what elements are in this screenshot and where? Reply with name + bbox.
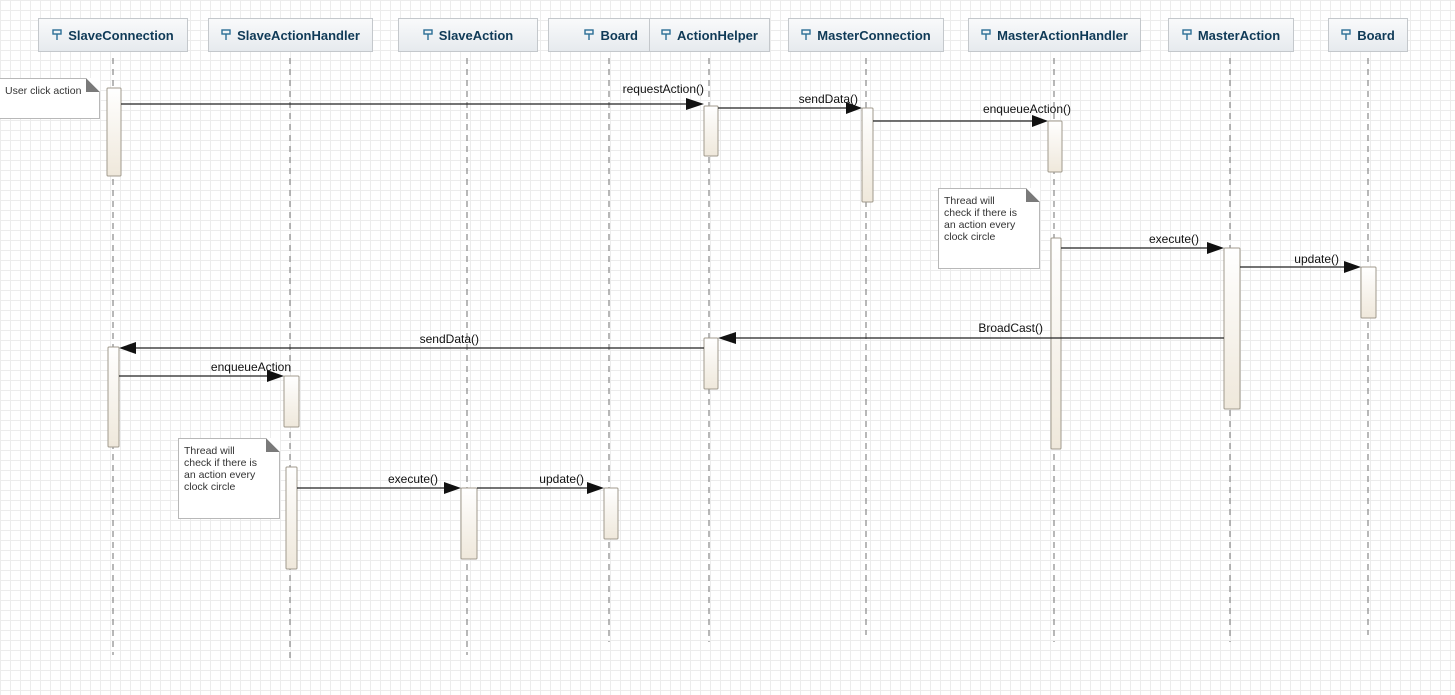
activation-bar [861,107,874,203]
message-label: update() [1294,252,1339,266]
arrowhead-icon [718,332,736,344]
arrowhead-icon [846,102,862,114]
note-slave-thread[interactable]: Thread will check if there is an action … [178,438,280,519]
activation-bar [460,487,478,560]
message-label: enqueueAction [211,360,291,374]
lifeline-header-master-action[interactable]: MasterAction [1168,18,1294,52]
activation-bar [703,105,719,157]
message-execute-slave[interactable]: execute() [297,472,461,494]
lifeline-header-action-helper[interactable]: ActionHelper [649,18,770,52]
activation-bar [703,337,719,390]
lifeline-name: SlaveAction [438,27,514,43]
note-text: Thread will check if there is an action … [944,195,1017,243]
activations [106,87,1377,570]
lifeline-name: MasterAction [1197,27,1281,43]
activation-bar [603,487,619,540]
message-label: requestAction() [623,82,704,96]
lifeline-pin-icon [801,29,811,40]
message-label: sendData() [799,92,858,106]
lifeline-name: ActionHelper [677,27,758,43]
note-fold-icon [266,438,280,452]
lifeline-name: Board [600,27,638,43]
lifelines [112,58,1369,662]
lifeline-pin-icon [981,29,991,40]
message-label: sendData() [420,332,479,346]
note-text: Thread will check if there is an action … [184,445,257,493]
arrowhead-icon [119,342,136,354]
lifeline-pin-icon [221,29,231,40]
activation-bar [283,375,300,428]
lifeline-header-master-action-handler[interactable]: MasterActionHandler [968,18,1141,52]
note-user-click[interactable]: User click action [0,78,100,119]
message-enqueue-action-slave[interactable]: enqueueAction [119,360,291,382]
message-request-action[interactable]: requestAction() [121,82,704,110]
activation-bar [106,87,122,177]
arrowhead-icon [444,482,461,494]
messages: requestAction() sendData() enqueueAction… [119,82,1361,494]
message-label: execute() [388,472,438,486]
lifeline-name: MasterConnection [817,27,931,43]
arrowhead-icon [1344,261,1361,273]
lifeline-header-slave-connection[interactable]: SlaveConnection [38,18,188,52]
lifeline-pin-icon [52,29,62,40]
note-fold-icon [1026,188,1040,202]
activation-bar [1360,266,1377,319]
activation-bar [1223,247,1241,410]
lifeline-pin-icon [661,29,671,40]
lifeline-header-board-master[interactable]: Board [1328,18,1408,52]
arrowhead-icon [587,482,604,494]
lifeline-pin-icon [423,29,433,40]
arrowhead-icon [1032,115,1048,127]
lifeline-name: SlaveConnection [68,27,174,43]
activation-bar [1047,120,1063,173]
lifeline-name: Board [1357,27,1395,43]
lifeline-pin-icon [584,29,595,40]
message-broadcast[interactable]: BroadCast() [718,321,1224,344]
message-label: enqueueAction() [983,102,1071,116]
message-send-data-to-master[interactable]: sendData() [718,92,862,114]
message-update-board-master[interactable]: update() [1240,252,1361,273]
arrowhead-icon [267,370,284,382]
lifeline-name: SlaveActionHandler [237,27,360,43]
lifeline-name: MasterActionHandler [997,27,1128,43]
note-master-thread[interactable]: Thread will check if there is an action … [938,188,1040,269]
activation-bar [285,466,298,570]
lifeline-header-master-connection[interactable]: MasterConnection [788,18,944,52]
lifeline-header-board-slave[interactable]: Board [548,18,650,52]
lifeline-header-slave-action[interactable]: SlaveAction [398,18,538,52]
message-update-board-slave[interactable]: update() [477,472,604,494]
message-enqueue-action-master[interactable]: enqueueAction() [873,102,1071,127]
message-send-data-to-slave[interactable]: sendData() [119,332,704,354]
message-label: BroadCast() [978,321,1043,335]
note-text: User click action [5,85,82,97]
lifeline-pin-icon [1341,29,1351,40]
message-label: update() [539,472,584,486]
lifeline-pin-icon [1182,29,1192,40]
note-fold-icon [86,78,100,92]
activation-bar [107,346,120,448]
message-label: execute() [1149,232,1199,246]
arrowhead-icon [1207,242,1224,254]
arrowhead-icon [686,98,704,110]
message-execute-master[interactable]: execute() [1061,232,1224,254]
lifeline-header-slave-action-handler[interactable]: SlaveActionHandler [208,18,373,52]
activation-bar [1050,237,1062,450]
